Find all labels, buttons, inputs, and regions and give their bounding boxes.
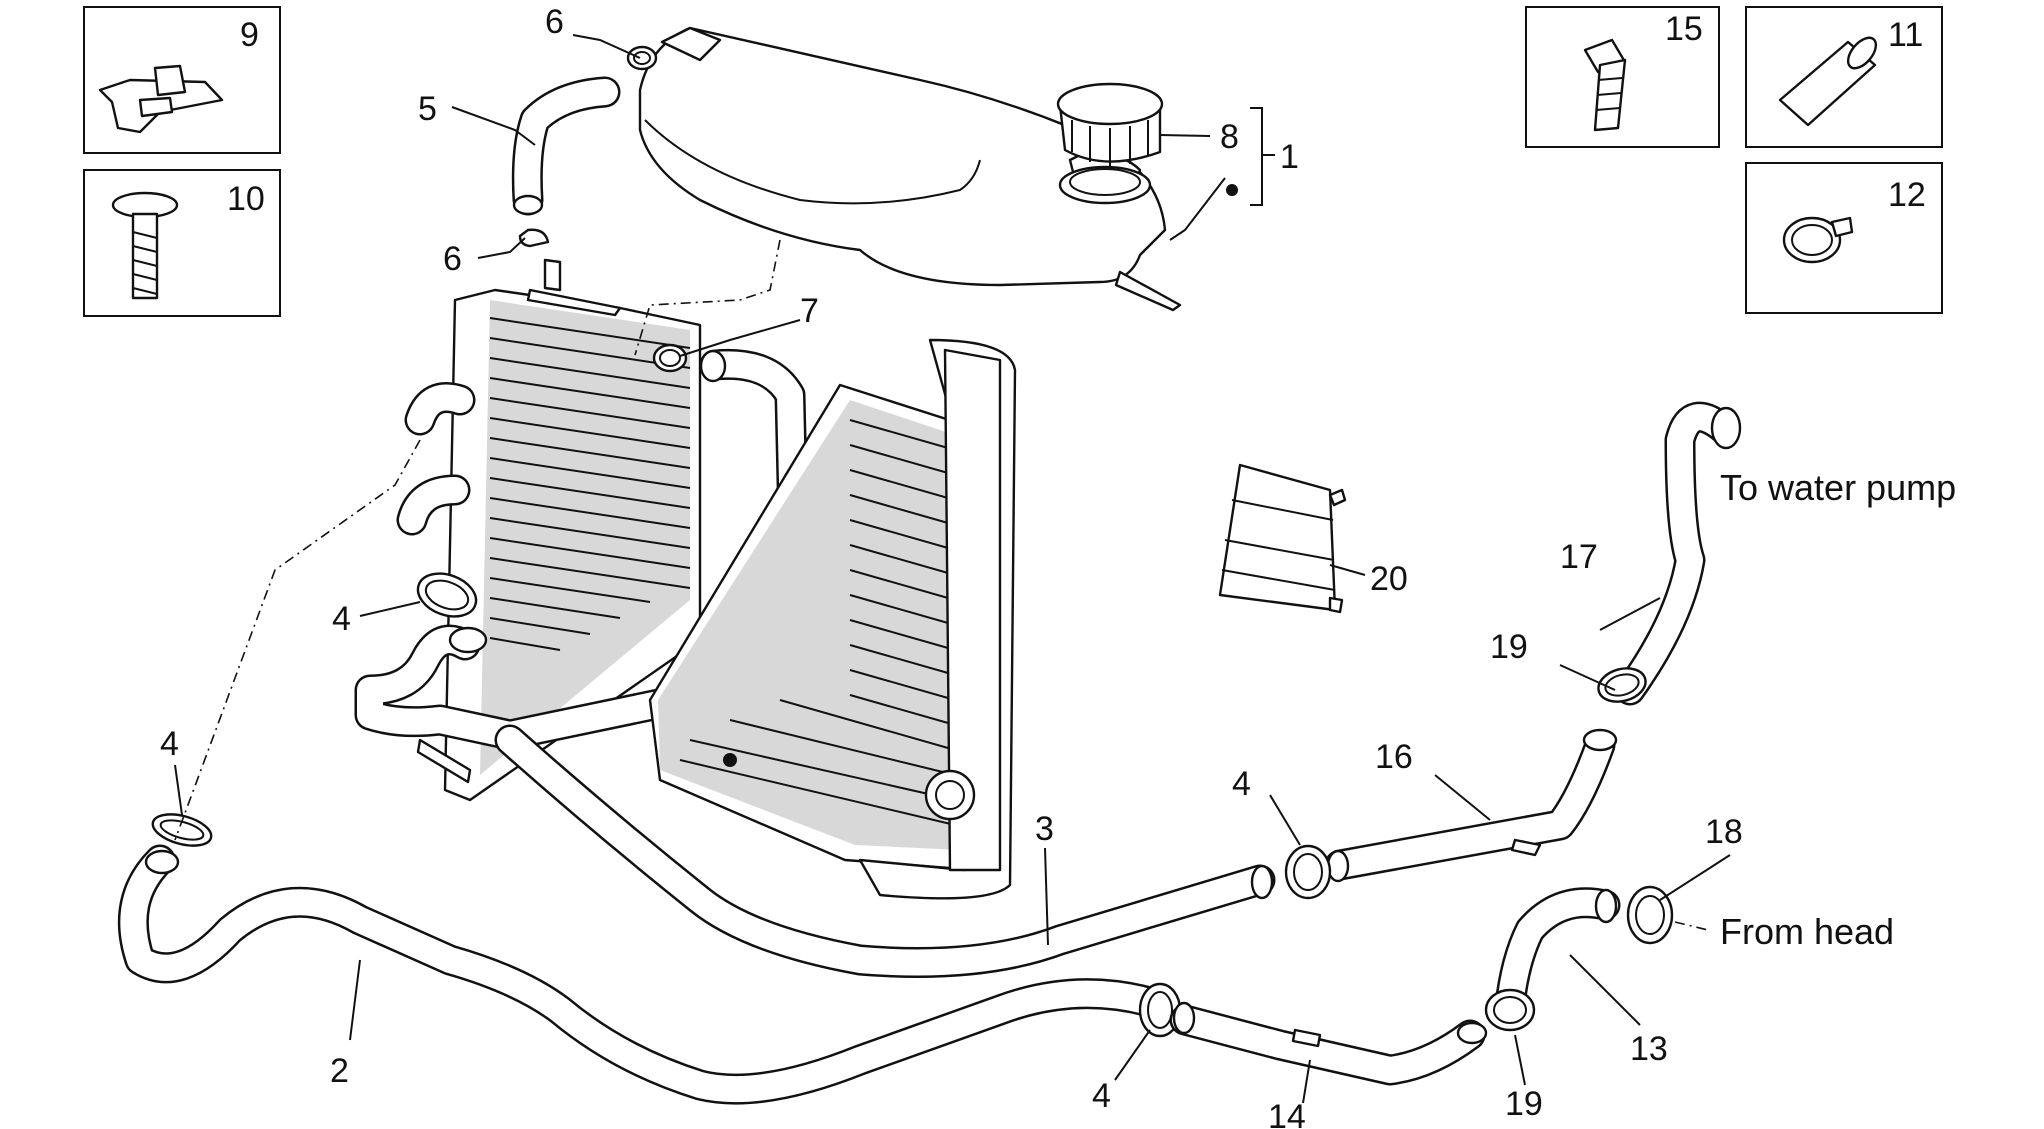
inset-part-15 <box>1525 6 1720 148</box>
callout-4-lower-left: 4 <box>160 725 179 763</box>
inset-part-10 <box>83 169 281 317</box>
clamp-7 <box>652 343 688 373</box>
radiator-right-core <box>648 338 1017 900</box>
callout-2: 2 <box>330 1052 349 1090</box>
clamp-4-middle <box>1284 844 1332 900</box>
callout-7: 7 <box>800 292 819 330</box>
callout-11: 11 <box>1888 16 1923 54</box>
callout-15: 15 <box>1665 10 1703 48</box>
note-from-head: From head <box>1720 911 1894 952</box>
crossover-pipe <box>354 624 886 784</box>
filler-neck <box>1058 165 1152 205</box>
tank-cap-8 <box>1056 82 1164 166</box>
callout-8: 8 <box>1220 118 1239 156</box>
callout-10: 10 <box>227 180 265 218</box>
callout-18: 18 <box>1705 813 1743 851</box>
callout-4-lower-middle: 4 <box>1092 1077 1111 1115</box>
callout-13: 13 <box>1630 1030 1668 1068</box>
clamp-6-bottom <box>518 228 550 248</box>
callout-1: 1 <box>1280 138 1299 176</box>
assembly-lines <box>174 239 1709 931</box>
callout-14: 14 <box>1268 1098 1306 1129</box>
cover-part-20 <box>1218 463 1347 614</box>
callout-9: 9 <box>240 16 259 54</box>
callout-4-middle: 4 <box>1232 765 1251 803</box>
radiator-left-core <box>443 258 702 802</box>
pipe-14 <box>1169 1001 1488 1086</box>
callout-5: 5 <box>418 90 437 128</box>
hose-2 <box>117 844 1176 1105</box>
hose-3 <box>494 724 1276 978</box>
clamp-4-upper-left <box>416 572 478 618</box>
inset-part-11 <box>1745 6 1943 148</box>
pipe-16 <box>1324 728 1618 883</box>
hose-13 <box>1494 887 1621 1021</box>
callout-6-top: 6 <box>545 3 564 41</box>
callout-6-bottom: 6 <box>443 240 462 278</box>
clamp-19-lower <box>1484 988 1536 1032</box>
left-radiator-elbows <box>396 382 476 536</box>
callout-4-upper-left: 4 <box>332 600 351 638</box>
clamp-19-upper <box>1597 667 1647 703</box>
callout-3: 3 <box>1035 810 1054 848</box>
inset-part-12 <box>1745 162 1943 314</box>
callout-17: 17 <box>1560 538 1598 576</box>
note-to-water-pump: To water pump <box>1720 467 1956 508</box>
clamp-18 <box>1626 885 1674 945</box>
clamp-6-top <box>626 45 658 71</box>
callout-12: 12 <box>1888 176 1926 214</box>
callout-16: 16 <box>1375 738 1413 776</box>
callout-19-lower: 19 <box>1505 1085 1543 1123</box>
callout-19-upper: 19 <box>1490 628 1528 666</box>
hose-5 <box>511 76 621 216</box>
inset-part-9 <box>83 6 281 154</box>
bullet-dot <box>1226 184 1238 196</box>
leader-lines <box>174 34 1731 1104</box>
hose-17 <box>1614 401 1742 706</box>
callout-20: 20 <box>1370 560 1408 598</box>
clamp-4-lower-left <box>151 813 213 847</box>
